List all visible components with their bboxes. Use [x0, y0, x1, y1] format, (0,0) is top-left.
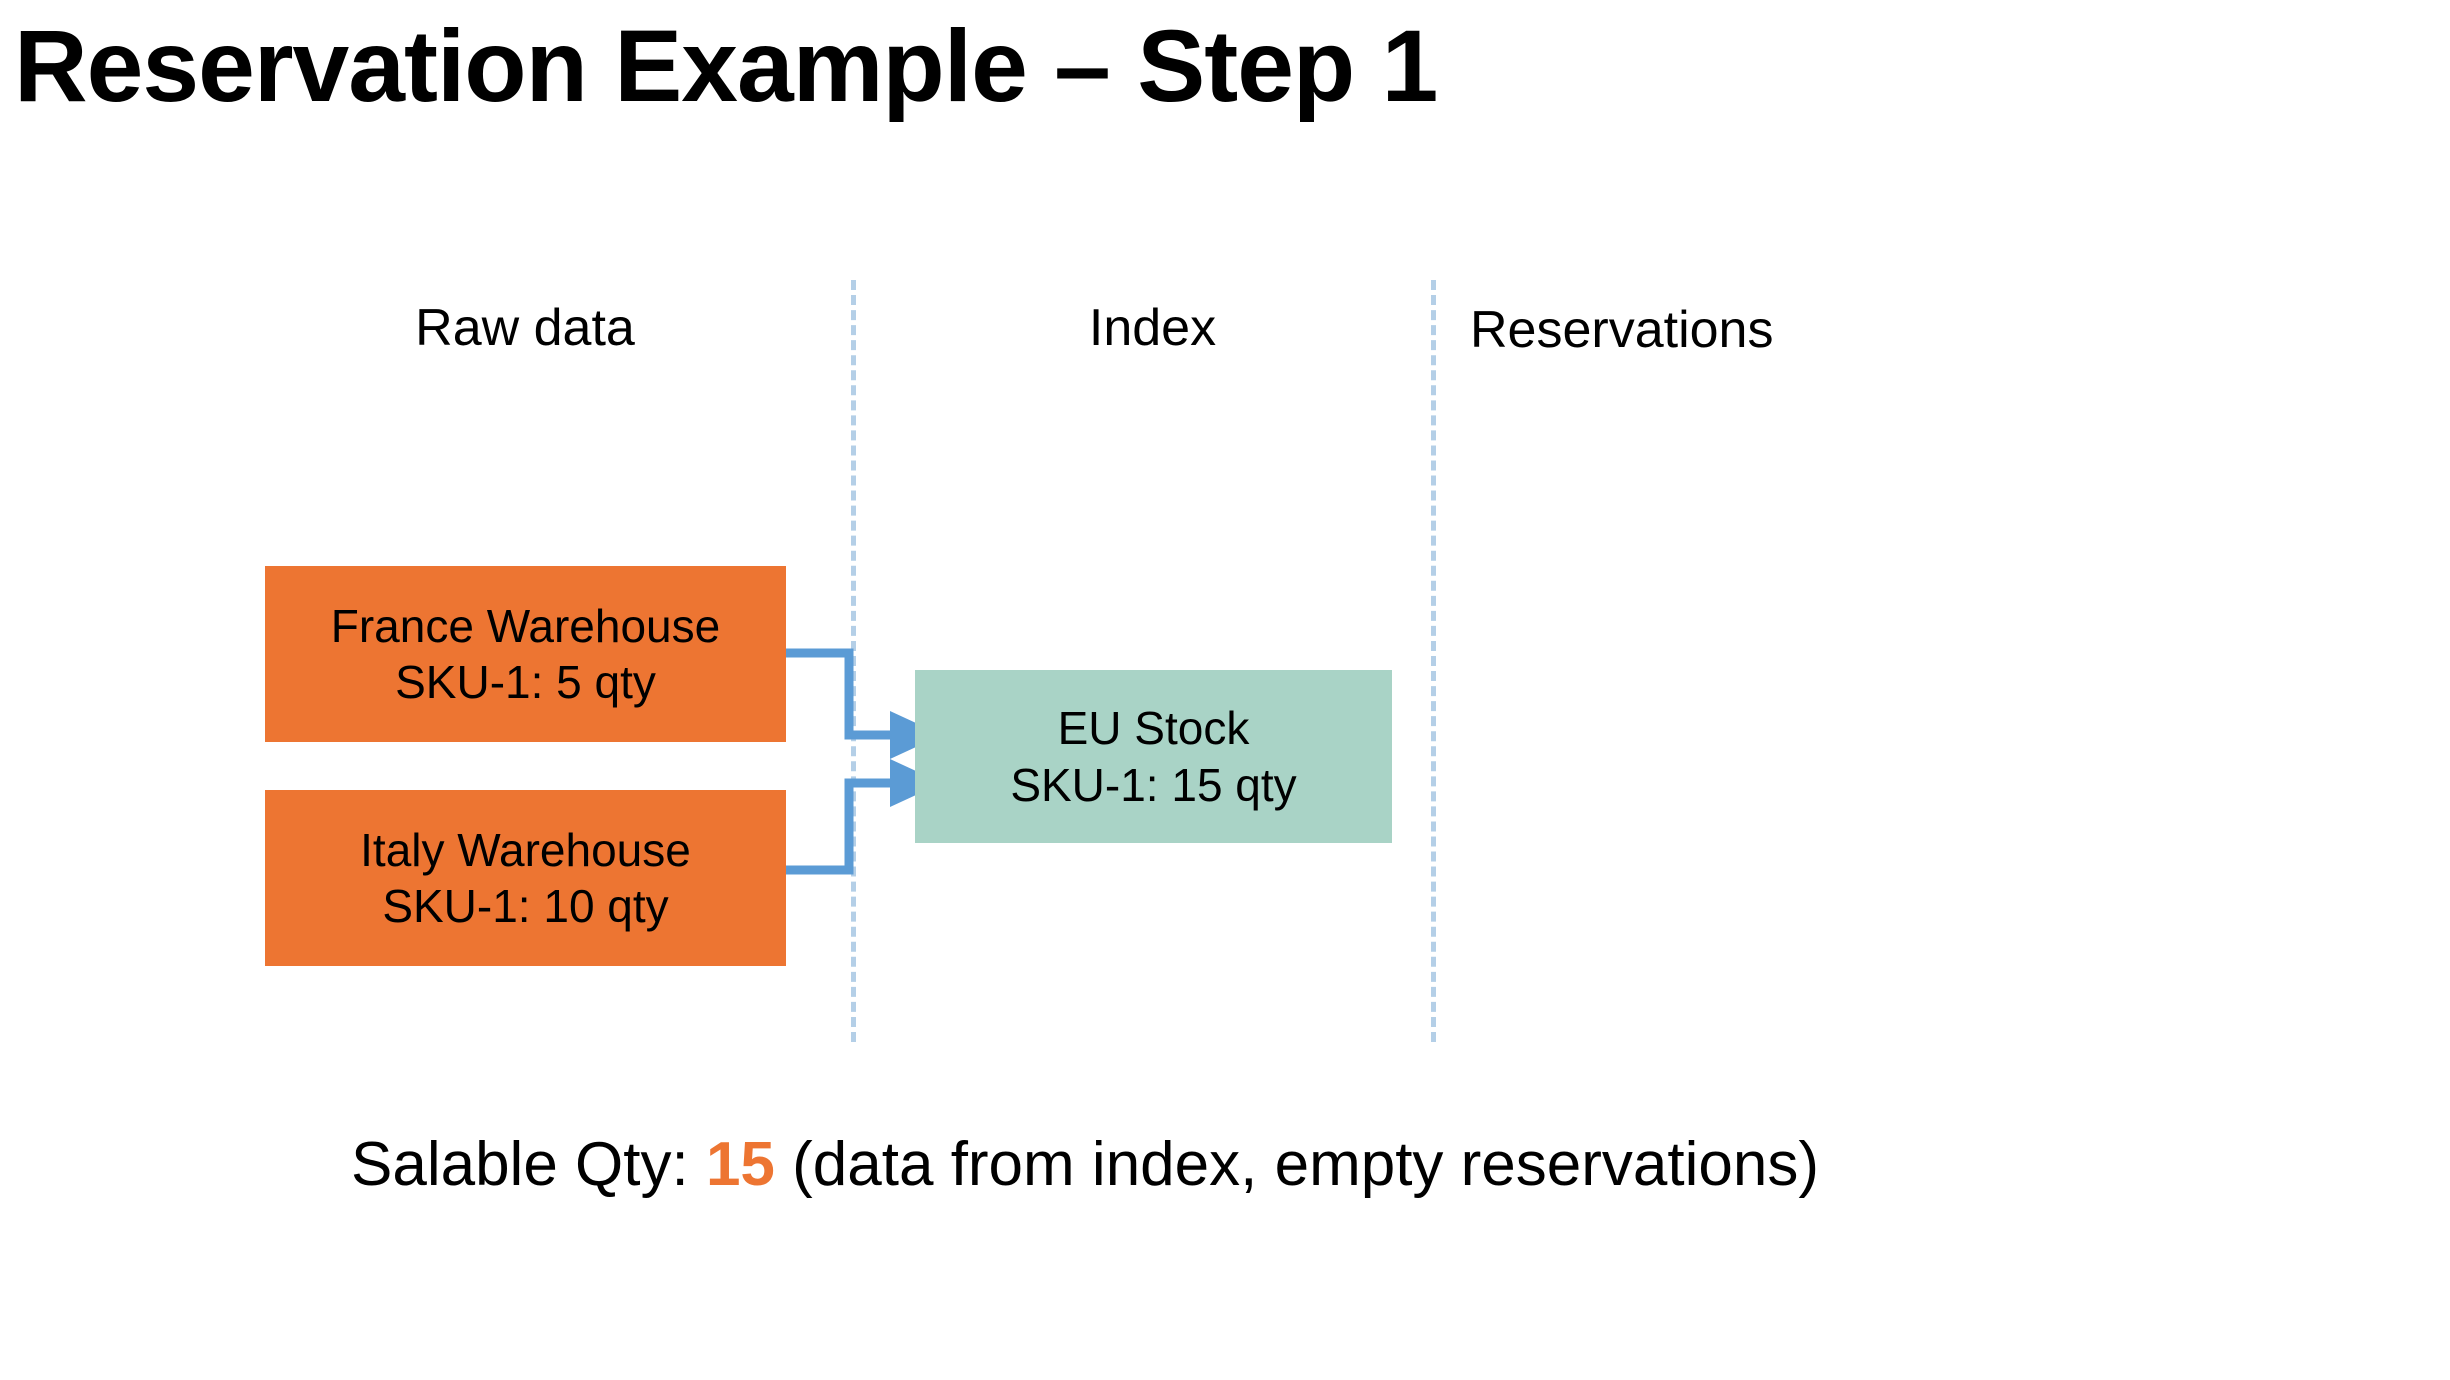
column-header-reservations: Reservations — [1470, 301, 1774, 359]
node-eu-stock[interactable]: EU Stock SKU-1: 15 qty — [915, 670, 1392, 843]
salable-qty-caption: Salable Qty: 15 (data from index, empty … — [0, 1128, 2170, 1202]
column-divider-index-reservations — [1431, 280, 1436, 1042]
column-divider-raw-index — [851, 280, 856, 1042]
node-italy-warehouse-detail: SKU-1: 10 qty — [382, 880, 669, 932]
node-eu-stock-detail: SKU-1: 15 qty — [1010, 758, 1297, 811]
connector-france-to-eu-stock — [786, 648, 895, 740]
node-france-warehouse-detail: SKU-1: 5 qty — [395, 656, 656, 708]
node-italy-warehouse-title: Italy Warehouse — [360, 823, 691, 876]
connector-italy-to-eu-stock — [786, 778, 895, 875]
node-italy-warehouse[interactable]: Italy Warehouse SKU-1: 10 qty — [265, 790, 786, 966]
node-eu-stock-title: EU Stock — [1057, 702, 1250, 755]
column-header-index: Index — [1088, 299, 1217, 357]
node-france-warehouse[interactable]: France Warehouse SKU-1: 5 qty — [265, 566, 786, 742]
salable-qty-suffix: (data from index, empty reservations) — [774, 1130, 1819, 1199]
node-france-warehouse-title: France Warehouse — [330, 599, 721, 652]
salable-qty-value: 15 — [705, 1130, 775, 1199]
page-title: Reservation Example – Step 1 — [14, 9, 1438, 123]
salable-qty-prefix: Salable Qty: — [350, 1130, 706, 1199]
column-header-raw-data: Raw data — [415, 299, 635, 357]
